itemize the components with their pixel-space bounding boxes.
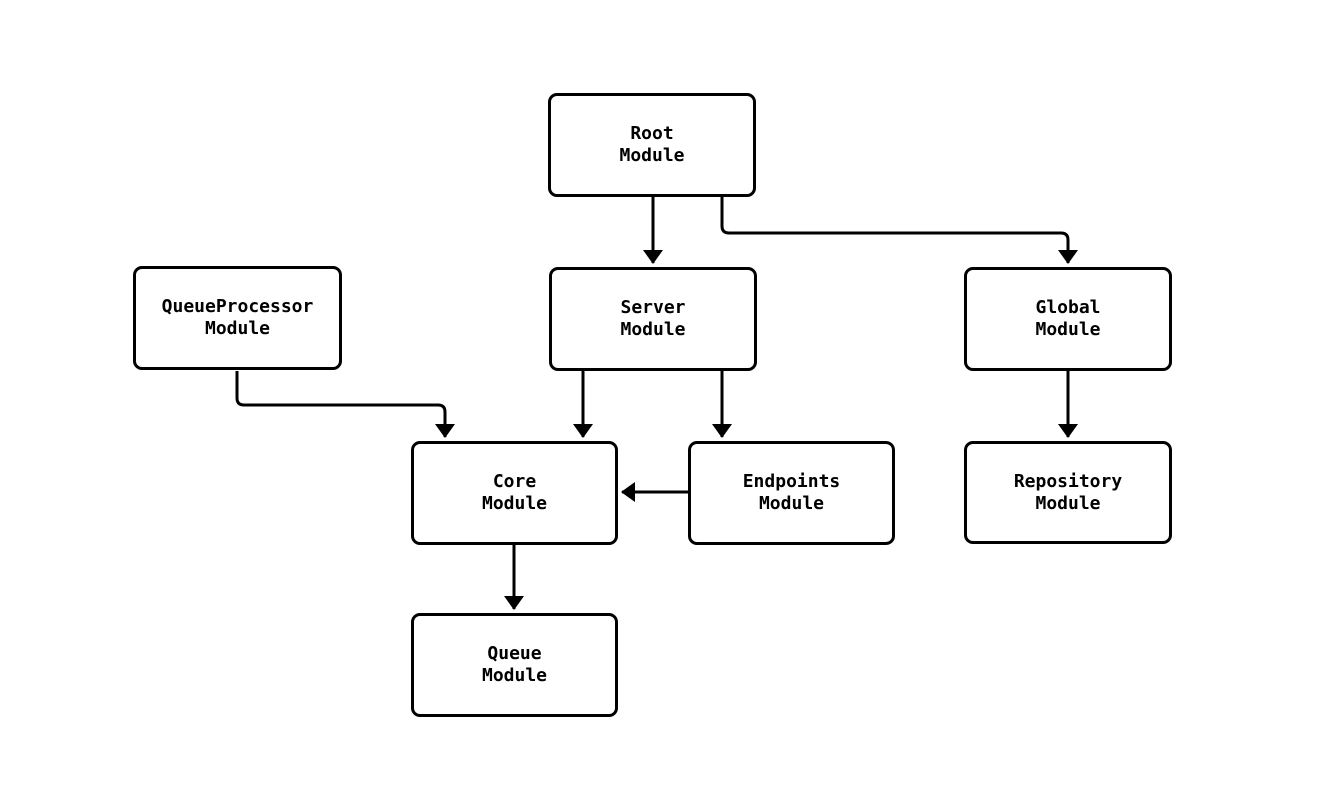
node-server-module-label: Server Module: [620, 297, 686, 340]
node-endpoints-module: Endpoints Module: [688, 441, 895, 545]
node-global-module-label: Global Module: [1035, 297, 1101, 340]
node-queue-module: Queue Module: [411, 613, 618, 717]
node-root-module: Root Module: [548, 93, 756, 197]
edge-queueprocessor-to-core: [235, 371, 455, 438]
node-root-module-label: Root Module: [619, 123, 685, 166]
node-repository-module-label: Repository Module: [1013, 470, 1123, 514]
node-global-module: Global Module: [964, 267, 1172, 371]
node-server-module: Server Module: [549, 267, 757, 371]
node-queue-module-label: Queue Module: [481, 643, 548, 686]
node-core-module: Core Module: [411, 441, 618, 545]
node-core-module-label: Core Module: [481, 471, 548, 514]
node-repository-module: Repository Module: [964, 441, 1172, 544]
node-endpoints-module-label: Endpoints Module: [742, 471, 841, 514]
edge-root-to-global: [720, 197, 1078, 264]
node-queueprocessor-module: QueueProcessor Module: [133, 266, 342, 370]
node-queueprocessor-module-label: QueueProcessor Module: [161, 296, 314, 339]
